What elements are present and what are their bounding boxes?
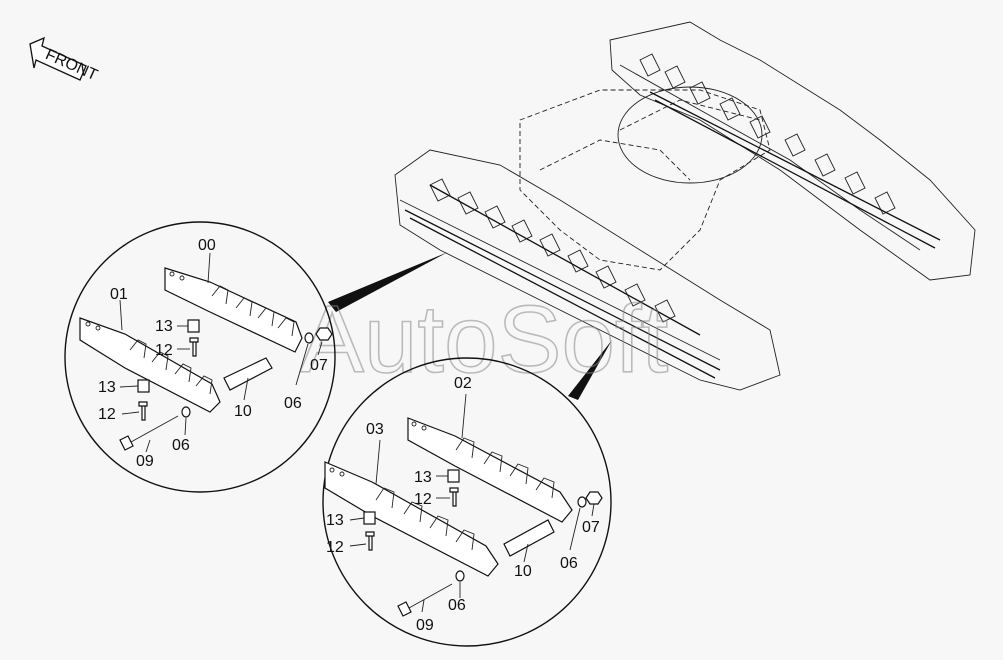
undercarriage-frame — [394, 21, 976, 391]
callout-03: 03 — [366, 421, 384, 438]
callout-10: 10 — [234, 403, 252, 420]
callout-06: 06 — [448, 597, 466, 614]
callout-12: 12 — [155, 342, 173, 359]
callout-12: 12 — [414, 491, 432, 508]
front-label: FRONT — [43, 46, 100, 84]
callout-02: 02 — [454, 375, 472, 392]
front-arrow-icon: FRONT — [29, 36, 100, 84]
detail-circle-right: 02 03 13 12 13 12 10 06 07 06 09 — [322, 357, 612, 647]
callout-12: 12 — [326, 539, 344, 556]
callout-06: 06 — [560, 555, 578, 572]
callout-13: 13 — [98, 379, 116, 396]
callout-06: 06 — [284, 395, 302, 412]
watermark-text: AutoSoft — [300, 286, 668, 393]
callout-09: 09 — [136, 453, 154, 470]
callout-06: 06 — [172, 437, 190, 454]
callout-13: 13 — [326, 512, 344, 529]
callout-10: 10 — [514, 563, 532, 580]
callout-07: 07 — [582, 519, 600, 536]
callout-13: 13 — [155, 318, 173, 335]
callout-13: 13 — [414, 469, 432, 486]
detail-circle-left: 00 01 13 12 13 12 09 06 10 06 07 — [64, 221, 336, 493]
callout-09: 09 — [416, 617, 434, 634]
callout-00: 00 — [198, 237, 216, 254]
callout-07: 07 — [310, 357, 328, 374]
callout-01: 01 — [110, 286, 128, 303]
leader-arrow-left — [328, 252, 448, 312]
leader-arrow-right — [568, 340, 612, 400]
callout-12: 12 — [98, 406, 116, 423]
